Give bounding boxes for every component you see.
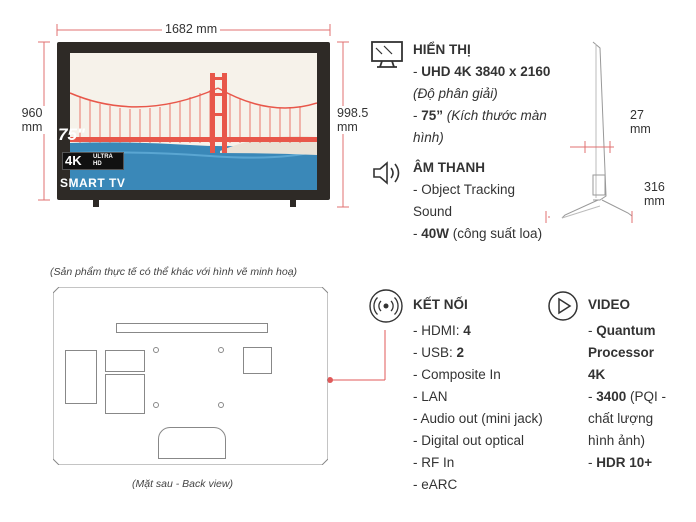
back-screw-1 (153, 347, 159, 353)
video-processor: - Quantum (588, 323, 656, 338)
audio-feature-cont: Sound (413, 204, 453, 219)
speaker-icon (373, 161, 400, 185)
tv-foot-left (93, 199, 99, 207)
back-screw-4 (218, 402, 224, 408)
video-processor-cont1: Processor (588, 345, 655, 360)
display-size-cont: hình) (413, 130, 444, 145)
badge-size: 75" (58, 125, 85, 144)
video-title: VIDEO (588, 297, 631, 312)
back-view-note: (Mặt sau - Back view) (132, 478, 233, 490)
connect-item-lan: - LAN (413, 389, 448, 404)
video-pqi: - 3400 (PQI - (588, 389, 667, 404)
connect-title: KẾT NỐI (413, 297, 468, 312)
back-port-panel-left (65, 350, 97, 404)
video-pqi-cont1: chất lượng (588, 411, 654, 426)
connect-item-composite: - Composite In (413, 367, 501, 382)
display-resolution-note: (Độ phân giải) (413, 86, 498, 101)
connect-item-usb: - USB: 2 (413, 345, 465, 360)
video-hdr: - HDR 10+ (588, 455, 653, 470)
connect-item-audio-out: - Audio out (mini jack) (413, 411, 543, 426)
display-title: HIỂN THỊ (413, 42, 471, 57)
audio-title: ÂM THANH (413, 160, 485, 175)
back-screw-3 (153, 402, 159, 408)
back-screw-2 (218, 347, 224, 353)
connect-list: - HDMI: 4 - USB: 2 - Composite In - LAN … (413, 320, 543, 496)
back-stand-mount (158, 427, 226, 459)
back-port-panel-mid-top (105, 350, 145, 372)
back-port-panel-right (243, 347, 272, 374)
tv-foot-right (290, 199, 296, 207)
connect-item-optical: - Digital out optical (413, 433, 525, 448)
connect-item-rf: - RF In (413, 455, 455, 470)
tv-back-view (52, 286, 329, 466)
audio-feature: - Object Tracking (413, 182, 516, 197)
display-size: - 75” (Kích thước màn (413, 108, 547, 123)
width-label: 1682 mm (162, 22, 221, 36)
disclaimer-note: (Sản phẩm thực tế có thể khác với hình v… (50, 266, 298, 278)
connectivity-icon (369, 289, 403, 323)
video-pqi-cont2: hình ảnh) (588, 433, 646, 448)
back-port-panel-mid (105, 374, 145, 414)
audio-power: - 40W (công suất loa) (413, 226, 543, 241)
monitor-icon (371, 41, 403, 68)
play-icon (548, 291, 578, 321)
back-top-bar (116, 323, 268, 333)
badge-4k-label: 4K (65, 153, 82, 168)
connect-item-earc: - eARC (413, 477, 458, 492)
display-resolution: - UHD 4K 3840 x 2160 (413, 64, 551, 79)
badge-smart-tv: SMART TV (60, 176, 126, 190)
video-processor-cont2: 4K (588, 367, 606, 382)
connect-item-hdmi: - HDMI: 4 (413, 323, 471, 338)
